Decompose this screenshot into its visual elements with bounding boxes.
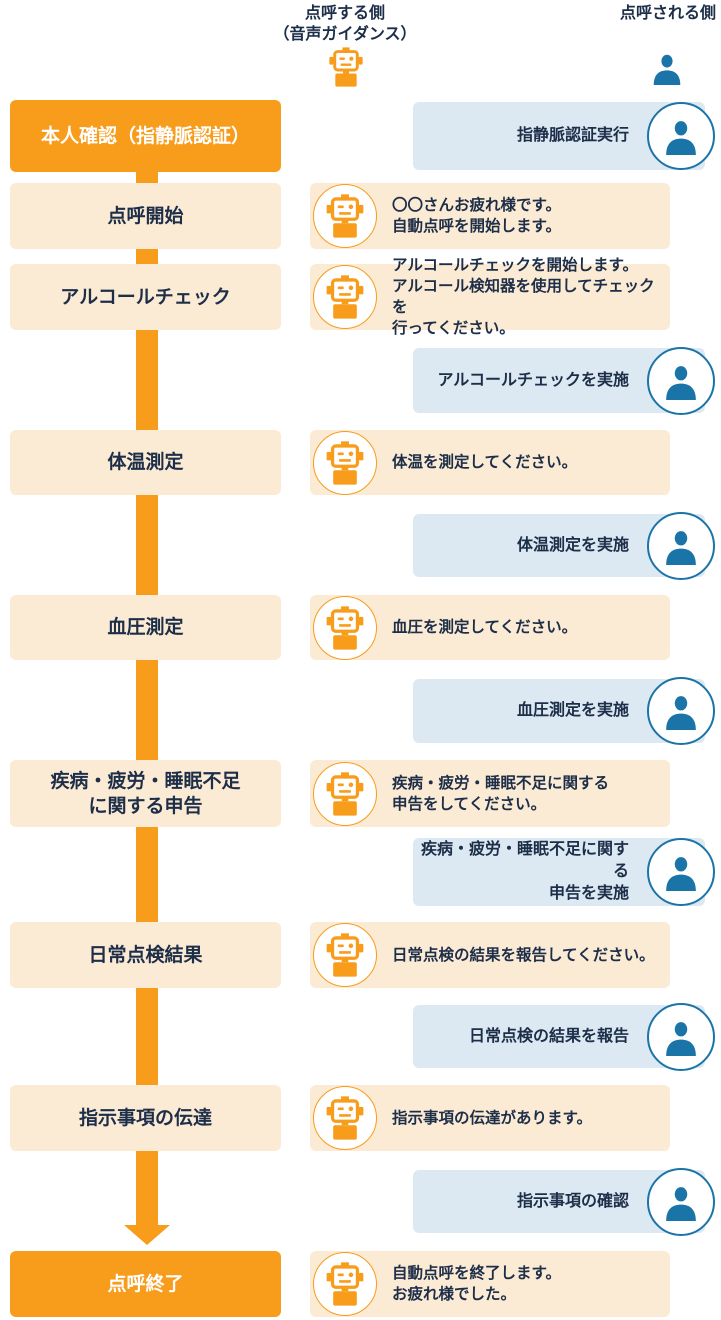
- caller-message-health-report: 疾病・疲労・睡眠不足に関する 申告をしてください。: [310, 760, 670, 827]
- robot-icon: [313, 430, 377, 495]
- caller-message-text: 〇〇さんお疲れ様です。 自動点呼を開始します。: [392, 197, 561, 235]
- person-icon: [647, 511, 715, 580]
- caller-message-alcohol: アルコールチェックを開始します。 アルコール検知器を使用してチェックを 行ってく…: [310, 257, 670, 337]
- callee-action-health-report: 疾病・疲労・睡眠不足に関する 申告を実施: [413, 838, 715, 906]
- caller-message-daily-inspection: 日常点検の結果を報告してください。: [310, 922, 670, 988]
- step-box-identity-check: 本人確認（指静脈認証）: [10, 100, 281, 172]
- person-icon: [647, 102, 715, 170]
- caller-message-text: 日常点検の結果を報告してください。: [392, 946, 655, 964]
- step-label: 本人確認（指静脈認証）: [40, 125, 250, 147]
- person-icon: [647, 838, 715, 906]
- robot-icon: [313, 184, 377, 248]
- callee-action-instructions: 指示事項の確認: [413, 1167, 715, 1236]
- flow-arrowhead-icon: [124, 1225, 170, 1245]
- step-box-temperature: 体温測定: [10, 430, 281, 495]
- callee-action-daily-inspection: 日常点検の結果を報告: [413, 1002, 715, 1071]
- caller-header-line1: 点呼する側: [304, 5, 385, 22]
- step-box-rollcall-end: 点呼終了: [10, 1251, 281, 1317]
- caller-column-header: 点呼する側 （音声ガイダンス）: [245, 3, 445, 45]
- caller-header-line2: （音声ガイダンス）: [273, 26, 417, 43]
- step-box-instructions: 指示事項の伝達: [10, 1085, 281, 1151]
- step-label: 血圧測定: [107, 617, 184, 638]
- step-box-daily-inspection: 日常点検結果: [10, 922, 281, 988]
- callee-action-text: 指示事項の確認: [516, 1192, 629, 1210]
- robot-icon: [327, 46, 365, 88]
- person-icon: [647, 677, 715, 745]
- person-icon: [647, 346, 715, 415]
- person-icon: [647, 1167, 715, 1236]
- callee-action-alcohol: アルコールチェックを実施: [413, 346, 715, 415]
- caller-message-blood-pressure: 血圧を測定してください。: [310, 595, 670, 660]
- caller-message-end: 自動点呼を終了します。 お疲れ様でした。: [310, 1251, 670, 1317]
- callee-action-text: 日常点検の結果を報告: [468, 1027, 629, 1045]
- caller-message-instructions: 指示事項の伝達があります。: [310, 1085, 670, 1151]
- caller-message-text: 指示事項の伝達があります。: [392, 1109, 592, 1127]
- robot-icon: [313, 1086, 377, 1150]
- caller-message-text: 体温を測定してください。: [392, 454, 578, 471]
- step-box-blood-pressure: 血圧測定: [10, 595, 281, 660]
- caller-message-temperature: 体温を測定してください。: [310, 430, 670, 495]
- step-label: 指示事項の伝達: [78, 1107, 212, 1129]
- callee-action-blood-pressure: 血圧測定を実施: [413, 677, 715, 745]
- step-label: アルコールチェック: [60, 286, 231, 308]
- callee-action-text: 指静脈認証実行: [516, 127, 629, 144]
- robot-icon: [313, 1252, 377, 1316]
- caller-message-text: アルコールチェックを開始します。 アルコール検知器を使用してチェックを 行ってく…: [392, 257, 655, 337]
- callee-action-text: 血圧測定を実施: [516, 702, 629, 719]
- step-box-alcohol-check: アルコールチェック: [10, 264, 281, 330]
- callee-action-vein-auth: 指静脈認証実行: [413, 102, 715, 170]
- person-icon: [650, 50, 684, 86]
- callee-action-temperature: 体温測定を実施: [413, 511, 715, 580]
- step-label: 点呼終了: [107, 1273, 184, 1295]
- step-box-rollcall-start: 点呼開始: [10, 183, 281, 249]
- callee-action-text: 体温測定を実施: [516, 536, 629, 554]
- caller-message-text: 疾病・疲労・睡眠不足に関する 申告をしてください。: [392, 774, 610, 813]
- robot-icon: [313, 761, 377, 826]
- callee-action-text: アルコールチェックを実施: [437, 371, 629, 389]
- robot-icon: [313, 595, 377, 660]
- step-box-health-report: 疾病・疲労・睡眠不足 に関する申告: [10, 760, 281, 827]
- caller-message-text: 血圧を測定してください。: [392, 619, 578, 636]
- step-label: 疾病・疲労・睡眠不足 に関する申告: [50, 770, 241, 817]
- step-label: 点呼開始: [107, 205, 184, 227]
- callee-column-header: 点呼される側: [619, 5, 716, 22]
- person-icon: [647, 1002, 715, 1071]
- step-label: 日常点検結果: [88, 944, 203, 966]
- caller-message-start: 〇〇さんお疲れ様です。 自動点呼を開始します。: [310, 183, 670, 249]
- robot-icon: [313, 923, 377, 987]
- robot-icon: [313, 265, 377, 329]
- step-label: 体温測定: [107, 452, 184, 473]
- callee-action-text: 疾病・疲労・睡眠不足に関する 申告を実施: [420, 841, 629, 902]
- caller-message-text: 自動点呼を終了します。 お疲れ様でした。: [392, 1265, 561, 1303]
